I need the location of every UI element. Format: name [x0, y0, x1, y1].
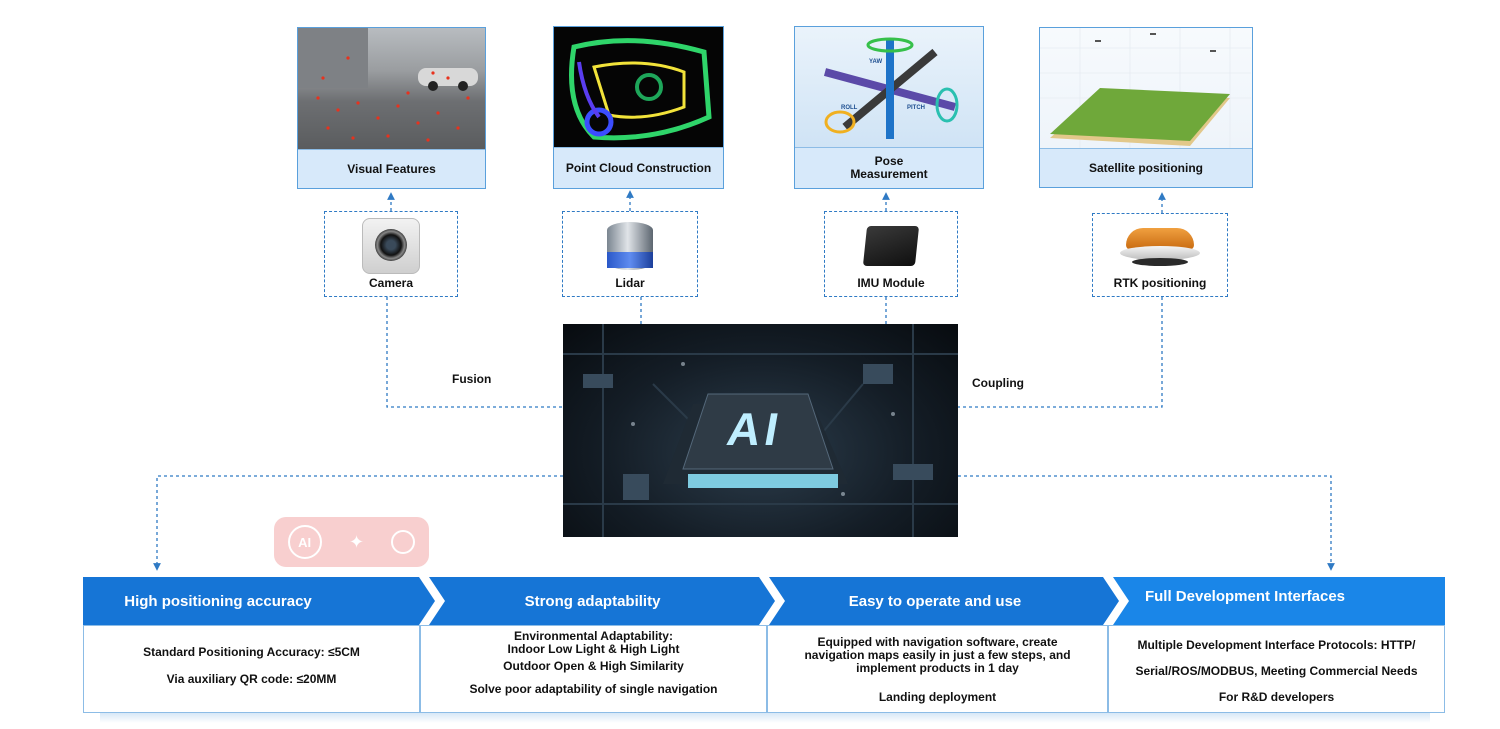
panel-header-bg-2	[429, 577, 775, 625]
imu-icon	[861, 218, 921, 270]
panel-line: Serial/ROS/MODBUS, Meeting Commercial Ne…	[1135, 664, 1418, 678]
sensor-rtk: RTK positioning	[1092, 213, 1228, 297]
pose-caption-line1: Pose	[874, 154, 904, 168]
ai-badge-icon[interactable]: AI	[287, 525, 322, 559]
panel-body-4: Multiple Development Interface Protocols…	[1108, 625, 1445, 713]
sensor-label: IMU Module	[857, 276, 925, 290]
panel-line: Equipped with navigation software, creat…	[817, 635, 1058, 649]
sensor-lidar: Lidar	[562, 211, 698, 297]
panel-line: Standard Positioning Accuracy: ≤5CM	[143, 645, 360, 659]
panel-body-3: Equipped with navigation software, creat…	[767, 625, 1108, 713]
panel-line: implement products in 1 day	[856, 661, 1019, 675]
panel-line: For R&D developers	[1218, 690, 1335, 704]
search-icon[interactable]	[391, 530, 416, 554]
card-visual-features: Visual Features	[297, 27, 486, 189]
roll-label: ROLL	[841, 105, 858, 111]
panel-line: Multiple Development Interface Protocols…	[1137, 638, 1416, 652]
ai-toolbar[interactable]: AI ✦	[274, 517, 429, 567]
panel-title-4: Full Development Interfaces	[1144, 587, 1346, 605]
lidar-icon	[607, 218, 653, 274]
card-caption: Visual Features	[298, 149, 485, 188]
panel-header-bg-4	[1113, 577, 1445, 625]
sensor-imu: IMU Module	[824, 211, 958, 297]
panel-title-1: High positioning accuracy	[124, 592, 312, 610]
panel-headers	[83, 577, 1445, 625]
point-cloud-image	[554, 27, 723, 149]
point-cloud-graphic	[569, 38, 712, 141]
pose-axes-graphic: YAW ROLL PITCH	[823, 37, 959, 139]
panel-line: Via auxiliary QR code: ≤20MM	[166, 672, 337, 686]
panel-title-3: Easy to operate and use	[848, 592, 1022, 610]
card-pose-measurement: YAW ROLL PITCH Pose Measurement	[794, 26, 984, 189]
visual-features-image	[298, 28, 485, 150]
panel-title-2: Strong adaptability	[524, 592, 661, 610]
circuit-board-graphic	[563, 324, 958, 537]
panel-body-1: Standard Positioning Accuracy: ≤5CM Via …	[83, 625, 420, 713]
magic-wand-icon[interactable]: ✦	[348, 531, 365, 552]
panel-line: navigation maps easily in just a few ste…	[804, 648, 1071, 662]
card-satellite: Satellite positioning	[1039, 27, 1253, 188]
panel-line: Landing deployment	[878, 690, 997, 704]
ai-chip-text: AI	[723, 403, 787, 455]
road-scene-graphic	[298, 28, 478, 142]
panel-body-2: Environmental Adaptability: Indoor Low L…	[420, 625, 767, 713]
rtk-antenna-icon	[1120, 222, 1200, 272]
card-point-cloud: Point Cloud Construction	[553, 26, 724, 189]
sensor-label: Lidar	[615, 276, 645, 290]
satellite-scene-graphic	[1040, 28, 1251, 150]
coupling-label: Coupling	[972, 376, 1024, 390]
panel-line: Indoor Low Light & High Light	[507, 642, 680, 656]
sensor-camera: Camera	[324, 211, 458, 297]
fusion-label: Fusion	[452, 372, 492, 386]
pose-caption-line2: Measurement	[850, 167, 928, 181]
card-caption: Pose Measurement	[795, 147, 983, 188]
panel-header-bg-1	[83, 577, 435, 625]
panel-line: Solve poor adaptability of single naviga…	[469, 682, 718, 696]
panel-line: Outdoor Open & High Similarity	[503, 659, 684, 673]
ai-chip-image: AI	[563, 324, 958, 537]
panels-shadow	[100, 713, 1430, 723]
panel-header-bg-3	[769, 577, 1119, 625]
card-caption: Satellite positioning	[1040, 148, 1252, 187]
pitch-label: PITCH	[907, 105, 925, 111]
satellite-image	[1040, 28, 1252, 150]
camera-icon	[362, 218, 420, 274]
sensor-label: RTK positioning	[1113, 276, 1207, 290]
panel-line: Environmental Adaptability:	[514, 629, 673, 643]
card-caption: Point Cloud Construction	[554, 147, 723, 188]
pose-image: YAW ROLL PITCH	[795, 27, 983, 149]
yaw-label: YAW	[869, 59, 882, 65]
sensor-label: Camera	[368, 276, 414, 290]
